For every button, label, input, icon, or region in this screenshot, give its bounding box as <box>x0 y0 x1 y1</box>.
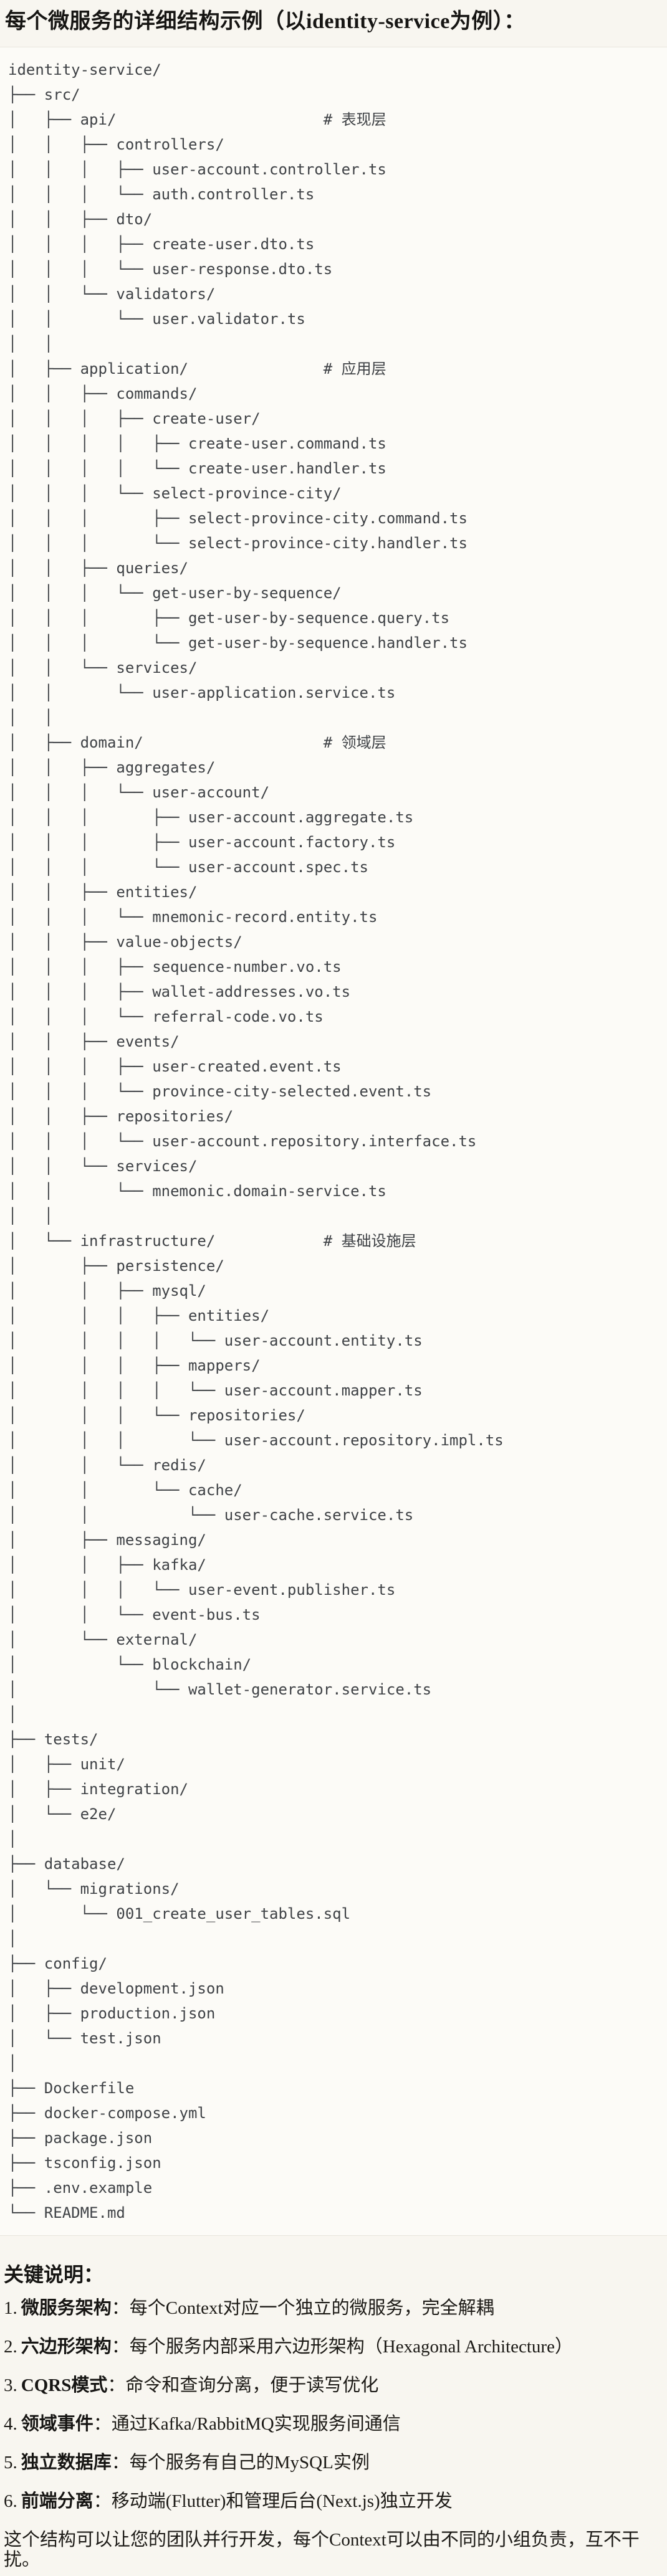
note-number: 6. <box>4 2491 17 2512</box>
note-item: 3.CQRS模式：命令和查询分离，便于读写优化 <box>4 2375 660 2395</box>
note-text: ：每个服务内部采用六边形架构（Hexagonal Architecture） <box>111 2337 573 2357</box>
directory-tree: identity-service/ ├── src/ │ ├── api/ # … <box>8 60 504 2222</box>
note-label: 六边形架构 <box>21 2337 112 2357</box>
key-notes-heading: 关键说明： <box>4 2263 104 2286</box>
note-text: ：通过Kafka/RabbitMQ实现服务间通信 <box>93 2414 401 2435</box>
note-label: 微服务架构 <box>21 2298 112 2319</box>
note-item: 1.微服务架构：每个Context对应一个独立的微服务，完全解耦 <box>4 2298 660 2318</box>
code-block: identity-service/ ├── src/ │ ├── api/ # … <box>0 46 667 2236</box>
key-notes-section: 关键说明： 1.微服务架构：每个Context对应一个独立的微服务，完全解耦 2.… <box>0 2263 667 2570</box>
note-label: CQRS模式 <box>21 2375 108 2396</box>
note-text: ：每个Context对应一个独立的微服务，完全解耦 <box>111 2298 494 2319</box>
note-item: 4.领域事件：通过Kafka/RabbitMQ实现服务间通信 <box>4 2414 660 2434</box>
note-label: 前端分离 <box>21 2491 94 2512</box>
note-number: 5. <box>4 2453 17 2473</box>
note-text: ：命令和查询分离，便于读写优化 <box>107 2375 379 2396</box>
note-label: 领域事件 <box>21 2414 94 2435</box>
note-item: 5.独立数据库：每个服务有自己的MySQL实例 <box>4 2453 660 2473</box>
note-item: 6.前端分离：移动端(Flutter)和管理后台(Next.js)独立开发 <box>4 2491 660 2511</box>
note-number: 1. <box>4 2298 17 2319</box>
page-title: 每个微服务的详细结构示例（以identity-service为例）： <box>5 10 525 33</box>
note-number: 3. <box>4 2375 17 2396</box>
note-number: 4. <box>4 2414 17 2435</box>
note-text: ：每个服务有自己的MySQL实例 <box>111 2453 370 2473</box>
closing-paragraph: 这个结构可以让您的团队并行开发，每个Context可以由不同的小组负责，互不干扰… <box>4 2530 640 2570</box>
note-item: 2.六边形架构：每个服务内部采用六边形架构（Hexagonal Architec… <box>4 2337 660 2357</box>
note-label: 独立数据库 <box>21 2453 112 2473</box>
note-number: 2. <box>4 2337 17 2357</box>
note-text: ：移动端(Flutter)和管理后台(Next.js)独立开发 <box>93 2491 453 2512</box>
